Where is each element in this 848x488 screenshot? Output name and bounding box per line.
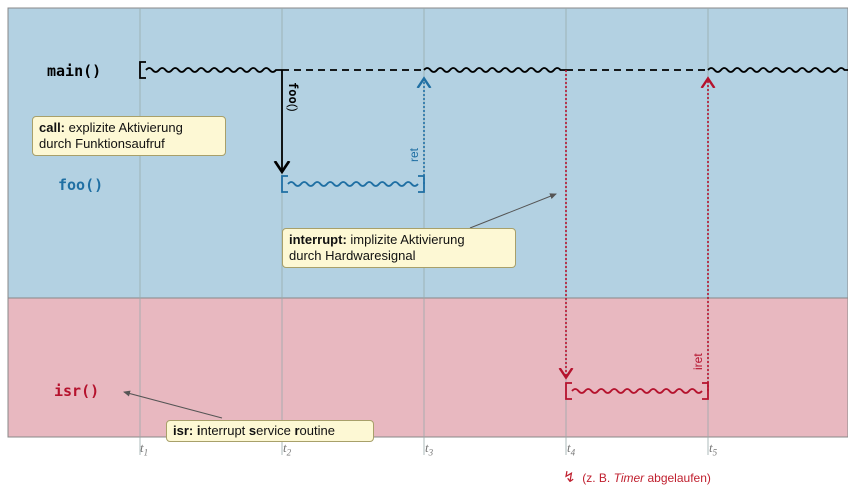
call-note-keyword: call: [39, 120, 66, 135]
main-start-bracket [139, 61, 146, 79]
isr-active-segment [571, 388, 703, 394]
interrupt-note: interrupt: implizite Aktivierung durch H… [282, 228, 516, 268]
isr-note-part: ervice [256, 423, 295, 438]
ret-arrow-label: ret [407, 147, 421, 162]
tick-label-t4: t4 [567, 440, 576, 458]
foo-active-segment [287, 181, 419, 187]
isr-start-bracket [565, 382, 572, 400]
main-label: main() [47, 62, 101, 80]
interrupt-note-line2: durch Hardwaresignal [289, 248, 416, 263]
isr-note-pointer [123, 390, 223, 419]
footnote-italic: Timer [613, 471, 645, 485]
isr-label: isr() [54, 382, 99, 400]
foo-label: foo() [58, 176, 103, 194]
isr-note-part: r [294, 423, 300, 438]
tick-label-t5: t5 [709, 440, 718, 458]
call-note-text: explizite Aktivierung [65, 120, 183, 135]
interrupt-note-text: implizite Aktivierung [346, 232, 465, 247]
call-arrow-label: foo() [286, 82, 300, 112]
foo-start-bracket [281, 175, 288, 193]
isr-note: isr: interrupt service routine [166, 420, 374, 442]
isr-note-part: isr: [173, 423, 194, 438]
call-note: call: explizite Aktivierung durch Funkti… [32, 116, 226, 156]
tick-label-t2: t2 [283, 440, 292, 458]
isr-note-part: outine [299, 423, 335, 438]
interrupt-level-band [7, 297, 848, 438]
isr-note-part: i [196, 423, 201, 438]
lightning-icon: ↯ [563, 468, 576, 486]
main-active-segment [707, 67, 848, 73]
footnote-prefix: (z. B. [582, 471, 614, 485]
isr-note-part: s [248, 423, 257, 438]
isr-note-part: nterrupt [200, 423, 249, 438]
tick-label-t1: t1 [140, 440, 149, 458]
main-active-segment [145, 67, 282, 73]
tick-label-t3: t3 [425, 440, 434, 458]
main-timeline [139, 61, 848, 79]
call-note-line2: durch Funktionsaufruf [39, 136, 165, 151]
interrupt-source-footnote: ↯ (z. B. Timer abgelaufen) [563, 468, 711, 486]
footnote-suffix: abgelaufen) [644, 471, 711, 485]
interrupt-note-keyword: interrupt: [289, 232, 347, 247]
main-active-segment [423, 67, 566, 73]
interrupt-note-pointer [469, 193, 557, 229]
iret-arrow-label: iret [691, 353, 705, 370]
